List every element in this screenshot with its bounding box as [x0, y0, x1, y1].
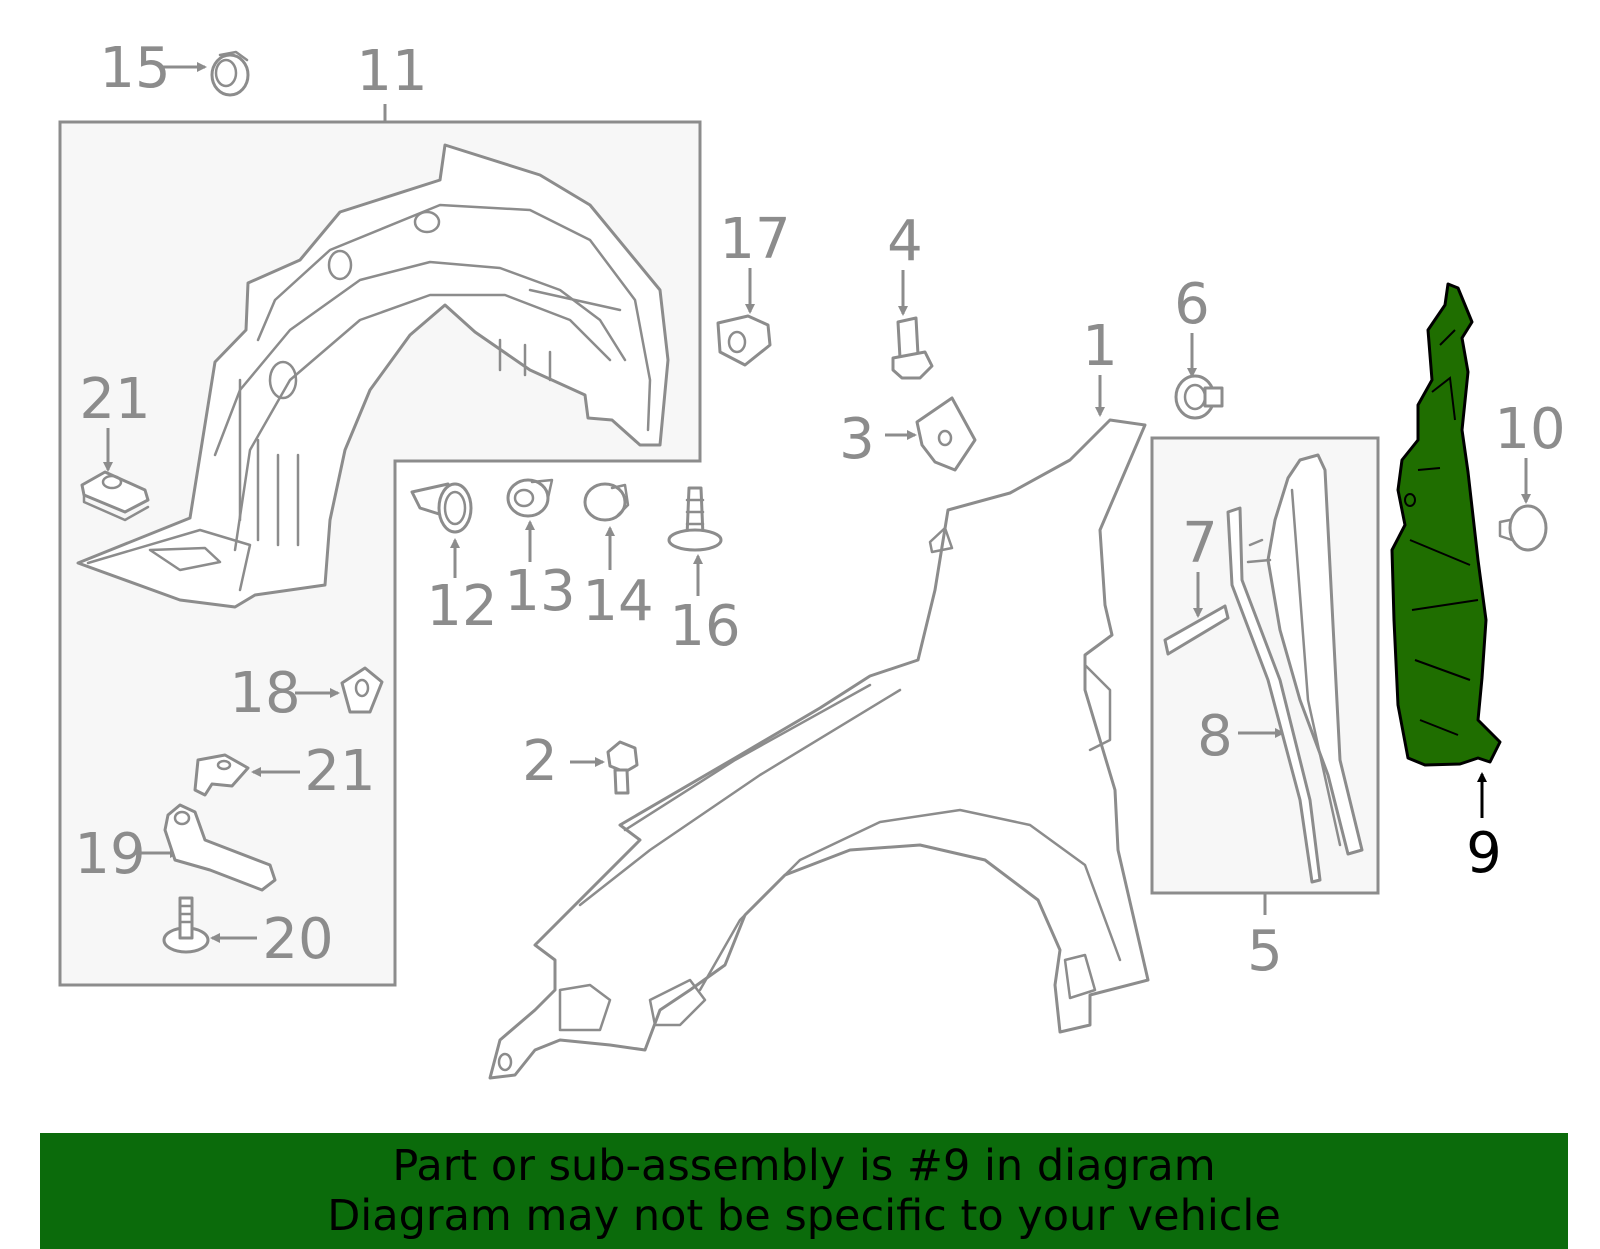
callout-4: 4 — [887, 209, 923, 274]
part-11-fender-liner — [76, 143, 670, 609]
callout-2: 2 — [522, 729, 558, 794]
callout-14: 14 — [582, 569, 653, 634]
part-13-clip — [506, 478, 554, 518]
callout-16: 16 — [669, 594, 740, 659]
callout-11: 11 — [356, 39, 427, 104]
part-8-seal — [1226, 506, 1322, 884]
part-15-push-clip — [210, 50, 250, 97]
callout-6: 6 — [1174, 272, 1210, 337]
callout-12: 12 — [426, 574, 497, 639]
part-21-clip-lower — [193, 753, 250, 797]
part-21-nut-clip-upper — [80, 470, 150, 522]
part-18-bracket — [340, 666, 384, 714]
info-banner: Part or sub-assembly is #9 in diagram Di… — [40, 1133, 1568, 1249]
callout-18: 18 — [229, 661, 300, 726]
callout-1: 1 — [1082, 314, 1118, 379]
part-10-clip — [1498, 504, 1548, 552]
callout-3: 3 — [839, 407, 875, 472]
part-2-bolt — [606, 740, 639, 795]
part-1-fender — [488, 418, 1150, 1080]
callout-20: 20 — [262, 907, 333, 972]
part-20-bolt — [162, 896, 210, 954]
callout-8: 8 — [1197, 704, 1233, 769]
callout-19: 19 — [74, 822, 145, 887]
part-4-bolt — [891, 316, 934, 380]
banner-line-2: Diagram may not be specific to your vehi… — [327, 1191, 1281, 1241]
callout-13: 13 — [504, 559, 575, 624]
part-19-bracket — [163, 803, 277, 892]
callout-21-lower: 21 — [304, 739, 375, 804]
banner-line-1: Part or sub-assembly is #9 in diagram — [392, 1141, 1216, 1191]
part-12-grommet — [410, 482, 473, 534]
part-6-clip — [1174, 374, 1224, 420]
part-17-square-nut — [716, 314, 772, 367]
callout-9: 9 — [1466, 821, 1502, 886]
part-14-plug — [583, 482, 630, 522]
callout-7: 7 — [1182, 511, 1218, 576]
part-16-screw — [667, 486, 723, 552]
callout-15: 15 — [99, 36, 170, 101]
callout-10: 10 — [1494, 397, 1565, 462]
part-3-bracket — [915, 396, 977, 472]
callout-21-upper: 21 — [79, 367, 150, 432]
callout-5: 5 — [1247, 919, 1283, 984]
part-5-garnish — [1246, 453, 1364, 856]
part-7-tape — [1163, 604, 1230, 656]
part-9-highlighted — [1390, 282, 1502, 767]
callout-17: 17 — [719, 207, 790, 272]
